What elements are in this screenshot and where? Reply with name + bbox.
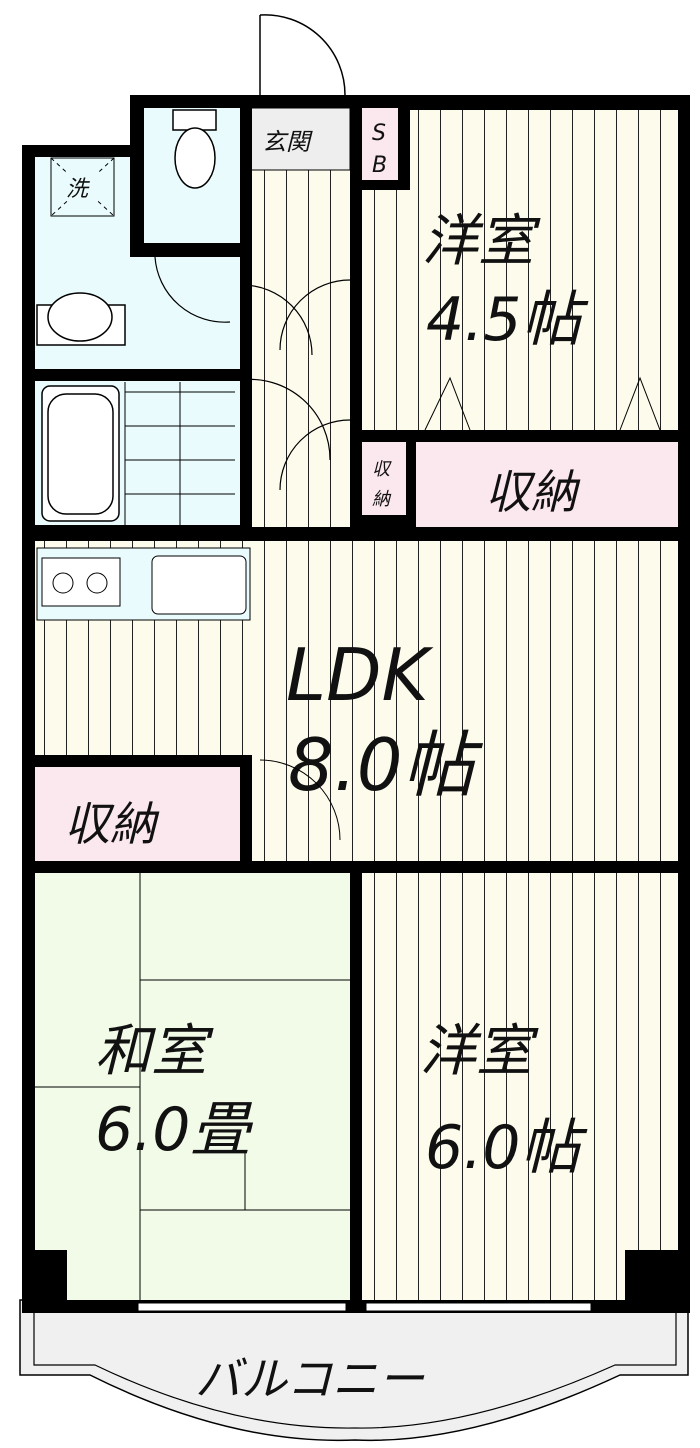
ldk-name: LDK	[286, 633, 434, 717]
entrance-label: 玄関	[262, 128, 313, 156]
closet-small	[362, 442, 406, 515]
closet-large	[416, 442, 678, 527]
balcony-windows	[137, 1302, 592, 1312]
shoebox-s-label: S	[372, 121, 386, 146]
western-room-2-name: 洋室	[420, 1019, 539, 1084]
closet-large-label: 収納	[485, 465, 581, 519]
corridor	[250, 170, 350, 535]
entry-door	[259, 14, 346, 96]
washbasin-icon	[36, 292, 126, 346]
entrance	[249, 107, 351, 171]
balcony-label: バルコニー	[195, 1352, 425, 1406]
western-room-2	[362, 873, 678, 1300]
laundry-label: 洗	[66, 177, 90, 202]
shoe-box	[362, 108, 398, 180]
stove-icon	[41, 557, 121, 607]
western-room-2-size: 6.0帖	[425, 1113, 588, 1183]
closet-small-label-2: 納	[372, 489, 392, 510]
japanese-room-name: 和室	[95, 1019, 214, 1084]
closet-ldk-label: 収納	[64, 797, 160, 851]
kitchen-counter	[36, 547, 251, 621]
ldk-size: 8.0帖	[288, 723, 484, 807]
bath-floor-grid	[124, 382, 235, 525]
western-room-1-size: 4.5帖	[426, 285, 589, 355]
closet-small-label-1: 収	[372, 459, 392, 480]
door-swing	[154, 256, 231, 323]
shoebox-b-label: B	[372, 153, 387, 178]
door-swing	[259, 759, 341, 841]
sink-icon	[151, 555, 247, 615]
balcony	[19, 1299, 689, 1442]
tatami-lines	[35, 873, 350, 1300]
door-swings	[239, 279, 351, 491]
closet-ldk	[35, 767, 240, 862]
western-room-1	[410, 110, 678, 430]
toilet-icon	[172, 109, 217, 189]
bathtub-icon	[41, 385, 120, 522]
japanese-room-size: 6.0畳	[95, 1095, 253, 1165]
western-room-1-name: 洋室	[422, 209, 541, 274]
closet-door-marks	[424, 376, 661, 431]
